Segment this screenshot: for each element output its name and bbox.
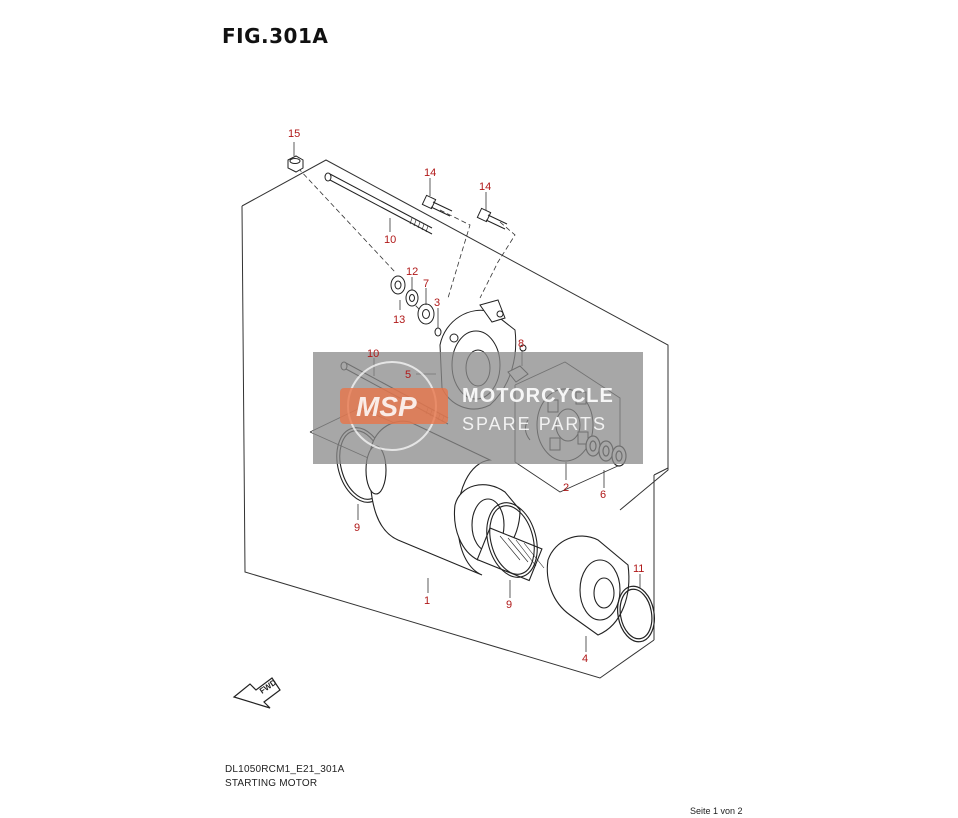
- callout-14-left: 14: [424, 167, 436, 179]
- callout-15: 15: [288, 128, 300, 140]
- long-bolt-10-upper: [324, 172, 433, 235]
- watermark-line1: MOTORCYCLE: [462, 385, 614, 407]
- callout-14-right: 14: [479, 181, 491, 193]
- bolt-14-left: [421, 194, 453, 217]
- callout-5: 5: [405, 369, 411, 381]
- callout-11: 11: [633, 563, 644, 575]
- model-code: DL1050RCM1_E21_301A: [225, 764, 345, 775]
- callout-12: 12: [406, 266, 418, 278]
- watermark: MSP MOTORCYCLE SPARE PARTS: [313, 352, 643, 464]
- figure-title: FIG.301A: [222, 24, 329, 48]
- fwd-arrow-icon: FWD: [232, 677, 281, 709]
- washer-12: [405, 289, 419, 307]
- washer-13: [390, 275, 406, 295]
- bolt-14-right: [476, 207, 508, 230]
- watermark-logo-text: MSP: [356, 391, 417, 422]
- callout-10-upper: 10: [384, 234, 396, 246]
- callout-2: 2: [563, 482, 569, 494]
- callout-3: 3: [434, 297, 440, 309]
- washer-7: [417, 303, 435, 325]
- page-number: Seite 1 von 2: [690, 806, 743, 816]
- callout-9-right: 9: [506, 599, 512, 611]
- diagram-subtitle: STARTING MOTOR: [225, 778, 318, 789]
- callout-8: 8: [518, 338, 524, 350]
- nut-15: [287, 155, 304, 173]
- o-ring-11: [617, 585, 655, 643]
- callout-10-lower: 10: [367, 348, 379, 360]
- callout-7: 7: [423, 278, 429, 290]
- o-ring-9-right: [486, 502, 538, 578]
- callout-numbers: 15 14 14 10 12 7 3 13 8 10 5 2 6 9 1 9 1…: [288, 128, 644, 665]
- callout-1: 1: [424, 595, 430, 607]
- front-cover-4: [546, 535, 630, 636]
- callout-9-left: 9: [354, 522, 360, 534]
- watermark-line2: SPARE PARTS: [462, 414, 607, 434]
- o-ring-3: [434, 327, 442, 337]
- callout-6: 6: [600, 489, 606, 501]
- callout-4: 4: [582, 653, 588, 665]
- callout-13: 13: [393, 314, 405, 326]
